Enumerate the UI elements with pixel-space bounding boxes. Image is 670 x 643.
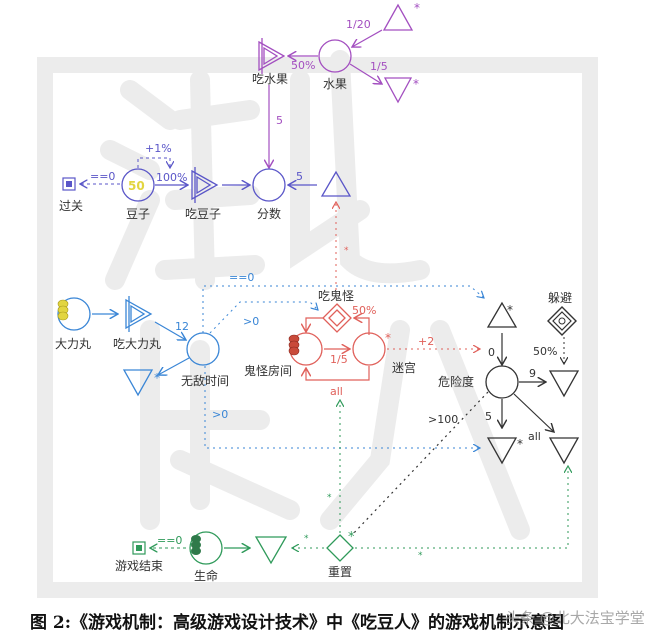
svg-text:50: 50	[128, 179, 145, 193]
score-source-triangle[interactable]	[320, 170, 352, 197]
svg-text:==0: ==0	[157, 534, 182, 547]
danger-section: * 0 躲避 50% 危险度 9 5 * all * >100	[348, 290, 580, 545]
lives-pool[interactable]	[189, 531, 223, 565]
reset-converter[interactable]	[326, 534, 354, 562]
svg-text:*: *	[414, 1, 420, 15]
svg-text:>0: >0	[212, 408, 228, 421]
invincible-time-label: 无敌时间	[181, 373, 229, 388]
svg-text:9: 9	[529, 367, 536, 380]
svg-text:*: *	[385, 331, 391, 345]
svg-text:0: 0	[488, 346, 495, 359]
svg-text:5: 5	[296, 170, 303, 183]
dots-section: 过关 ==0 50 +1% 100% 豆子 吃豆子 分数 5	[59, 142, 352, 221]
svg-text:all: all	[528, 430, 541, 443]
game-over-label: 游戏结束	[115, 559, 163, 573]
evade-drain-triangle[interactable]	[548, 370, 580, 398]
svg-text:==0: ==0	[229, 271, 254, 284]
eat-fruit-converter[interactable]	[258, 38, 286, 74]
lives-label: 生命	[194, 568, 218, 583]
svg-text:*: *	[507, 303, 513, 317]
life-section: 游戏结束 ==0 生命 * 重置 * *	[115, 400, 568, 583]
svg-text:*: *	[327, 493, 332, 503]
svg-text:*: *	[348, 530, 355, 545]
fruit-drain-triangle[interactable]	[383, 77, 413, 104]
svg-text:50%: 50%	[533, 345, 557, 358]
eat-ghost-label: 吃鬼怪	[318, 288, 354, 303]
danger-drain-triangle[interactable]	[486, 437, 518, 465]
dots-pool[interactable]	[121, 168, 155, 202]
svg-text:5: 5	[485, 410, 492, 423]
svg-text:*: *	[154, 371, 160, 385]
reset-label: 重置	[328, 565, 352, 579]
figure-caption: 图 2:《游戏机制：高级游戏设计技术》中《吃豆人》的游戏机制示意图	[30, 613, 565, 633]
power-pill-label: 大力丸	[55, 337, 91, 351]
seal-watermark	[37, 50, 598, 598]
svg-text:==0: ==0	[90, 170, 115, 183]
maze-label: 迷宫	[392, 360, 416, 375]
ghost-section: 吃鬼怪 50% 鬼怪房间 1/5 * 迷宫 all +2 *	[244, 202, 480, 398]
power-section: 大力丸 吃大力丸 12 无敌时间 * ==0 >0 >0	[55, 271, 484, 448]
eat-ghost-converter[interactable]	[322, 303, 352, 333]
svg-text:1/5: 1/5	[370, 60, 388, 73]
evade-label: 躲避	[548, 290, 572, 305]
eat-power-pill-label: 吃大力丸	[113, 337, 161, 351]
fruit-source-rate: 1/20	[346, 18, 371, 31]
danger-source-triangle[interactable]	[486, 301, 518, 328]
fruit-section: * 1/20 1/5 * 50% 吃水果 水果 5	[252, 1, 420, 168]
eat-dots-label: 吃豆子	[185, 207, 221, 221]
svg-text:*: *	[413, 77, 419, 91]
svg-text:*: *	[517, 437, 523, 451]
power-pill-pool[interactable]	[57, 297, 91, 331]
evade-converter[interactable]	[547, 306, 577, 336]
svg-text:1/5: 1/5	[330, 353, 348, 366]
svg-text:+2: +2	[418, 335, 434, 348]
game-over-end-condition[interactable]	[132, 541, 146, 555]
svg-text:*: *	[344, 246, 349, 256]
danger-label: 危险度	[438, 374, 474, 389]
invincible-drain-triangle[interactable]	[122, 369, 154, 397]
score-label: 分数	[257, 206, 281, 221]
svg-text:>100: >100	[428, 413, 458, 426]
fruit-pool[interactable]	[318, 39, 352, 73]
eat-fruit-label: 吃水果	[252, 72, 288, 86]
score-pool[interactable]	[252, 168, 286, 202]
svg-text:>0: >0	[243, 315, 259, 328]
eat-dots-converter[interactable]	[191, 167, 219, 203]
dots-label: 豆子	[126, 207, 150, 221]
reset-drain-triangle[interactable]	[548, 437, 580, 465]
svg-text:50%: 50%	[352, 304, 376, 317]
fruit-source-triangle[interactable]	[382, 3, 414, 31]
watermark-text: 头条 @北大法宝学堂	[505, 609, 645, 627]
eat-power-pill-converter[interactable]	[125, 296, 153, 332]
ghost-house-label: 鬼怪房间	[244, 363, 292, 378]
win-label: 过关	[59, 199, 83, 213]
fruit-label: 水果	[323, 77, 347, 91]
svg-text:+1%: +1%	[145, 142, 172, 155]
svg-text:12: 12	[175, 320, 189, 333]
maze-pool[interactable]	[352, 332, 386, 366]
win-end-condition[interactable]	[62, 177, 76, 191]
svg-text:50%: 50%	[291, 59, 315, 72]
svg-text:*: *	[304, 534, 309, 544]
lives-drain-triangle[interactable]	[254, 536, 288, 565]
svg-text:*: *	[418, 551, 423, 561]
danger-pool[interactable]	[485, 365, 519, 399]
svg-text:all: all	[330, 385, 343, 398]
svg-text:5: 5	[276, 114, 283, 127]
svg-text:100%: 100%	[156, 171, 187, 184]
